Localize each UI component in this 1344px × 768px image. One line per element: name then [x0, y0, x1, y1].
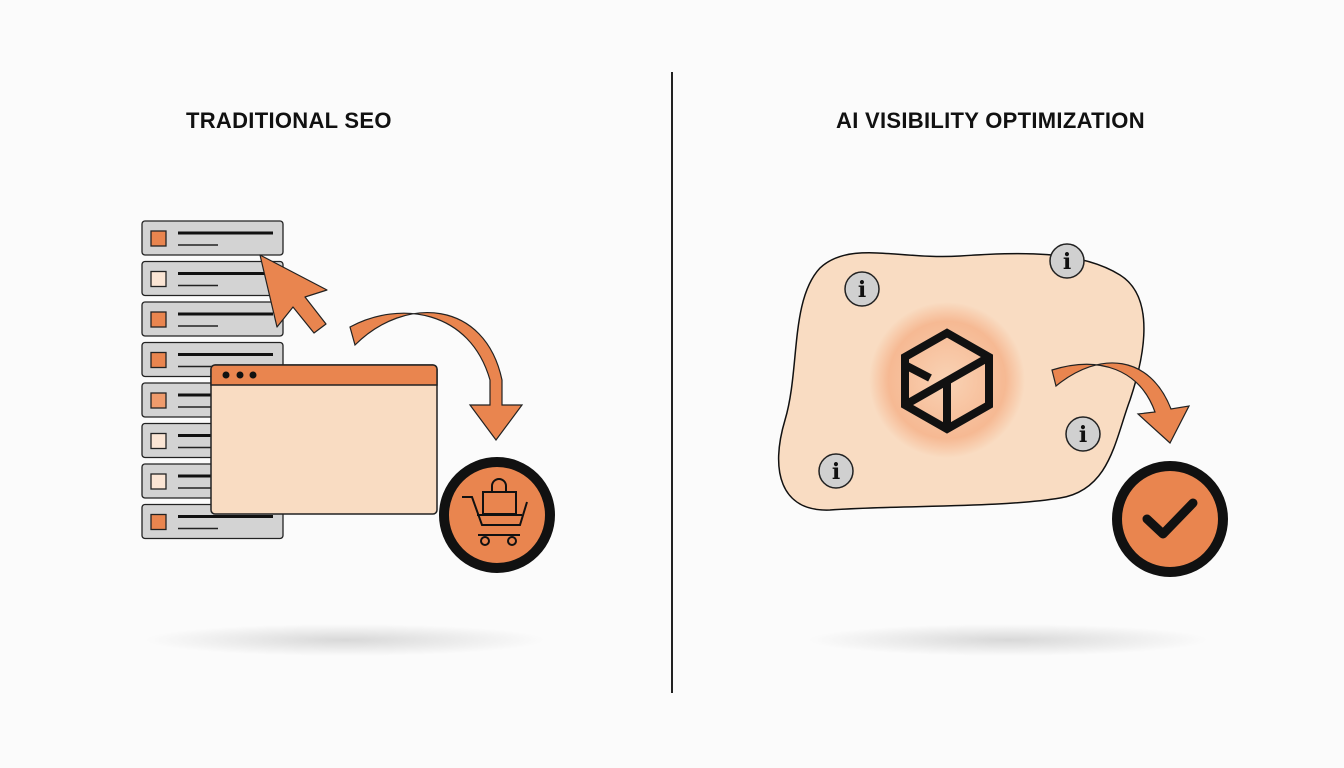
cube-icon — [901, 328, 993, 434]
curved-arrow-icon — [1051, 362, 1191, 444]
browser-window-icon — [210, 364, 438, 515]
info-icon: i — [1049, 243, 1085, 279]
list-rows-icon — [141, 220, 284, 540]
traditional-seo-title: TRADITIONAL SEO — [186, 108, 392, 133]
info-icon: i — [818, 453, 854, 489]
row-checkbox-icon — [150, 230, 167, 247]
row-checkbox-icon — [150, 311, 167, 328]
row-checkbox-icon — [150, 392, 167, 409]
ground-shadow-right — [808, 624, 1208, 656]
cursor-arrow-icon — [259, 254, 328, 334]
shopping-cart-icon — [439, 457, 555, 573]
row-checkbox-icon — [150, 351, 167, 369]
row-checkbox-icon — [150, 473, 167, 490]
row-checkbox-icon — [150, 432, 167, 450]
row-checkbox-icon — [150, 270, 167, 288]
curved-arrow-icon — [349, 312, 524, 442]
list-row — [141, 301, 284, 337]
info-glyph: i — [1079, 422, 1087, 448]
ai-visibility-title: AI VISIBILITY OPTIMIZATION — [836, 108, 1145, 133]
list-row — [141, 220, 284, 256]
info-glyph: i — [1063, 249, 1071, 275]
ground-shadow-left — [145, 624, 545, 656]
info-icon: i — [844, 271, 880, 307]
list-row — [141, 260, 284, 297]
info-glyph: i — [832, 459, 840, 485]
info-icon: i — [1065, 416, 1101, 452]
checkmark-icon — [1112, 461, 1228, 577]
info-glyph: i — [858, 277, 866, 303]
row-checkbox-icon — [150, 513, 167, 531]
